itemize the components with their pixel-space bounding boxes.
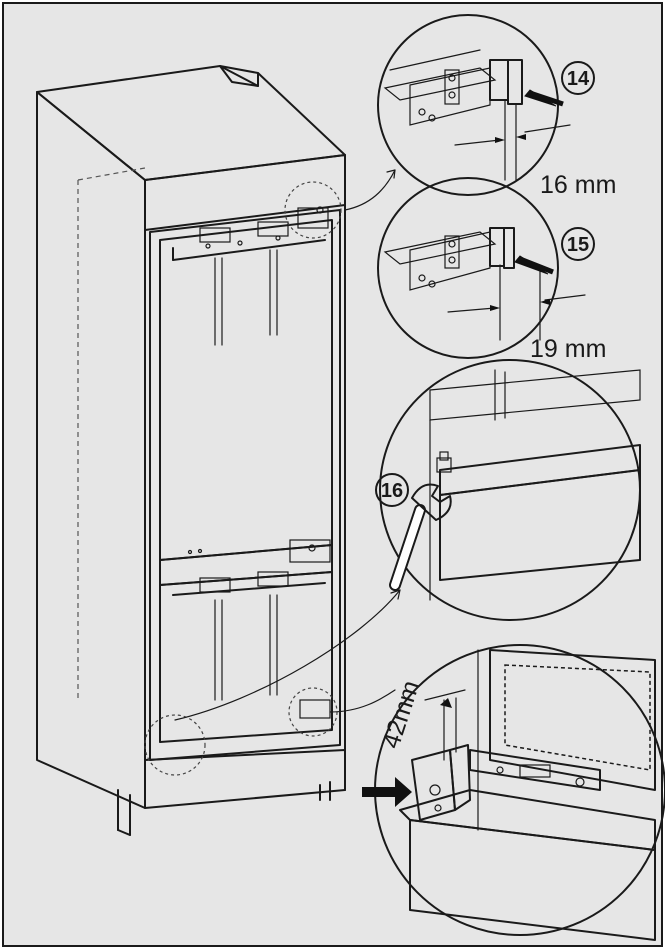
step-badge-14 (561, 61, 595, 95)
detail-marker-top-hinge (284, 181, 342, 239)
step-number-15: 15 (567, 234, 589, 256)
dimension-label-19mm: 19 mm (530, 335, 606, 363)
connector-curve-2 (174, 589, 401, 721)
step-badge-16 (375, 473, 409, 507)
dimension-label-16mm: 16 mm (540, 171, 616, 199)
detail-circle-16: 16 (375, 359, 641, 621)
connector-curve-1 (344, 169, 396, 211)
detail-circle-42mm (362, 644, 665, 941)
detail-marker-plinth (144, 714, 206, 776)
step-number-16: 16 (381, 480, 403, 502)
cabinet-with-appliance (36, 65, 346, 836)
step-number-14: 14 (567, 68, 590, 90)
detail-circle-15: 15 (377, 177, 595, 359)
detail-circle-14: 14 (377, 14, 595, 196)
step-badge-15 (561, 227, 595, 261)
connector-curve-3 (329, 689, 396, 713)
